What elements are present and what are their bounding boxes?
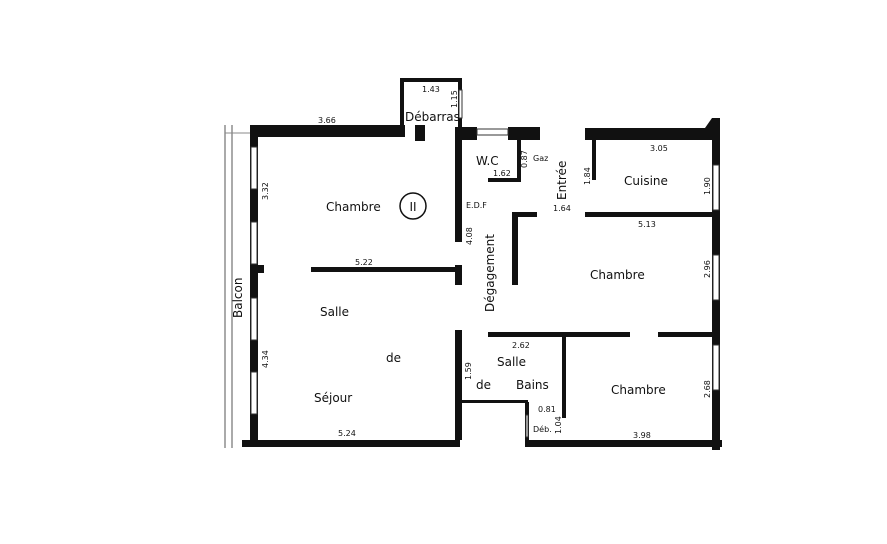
dim-2-96: 2.96 xyxy=(703,260,712,278)
dim-1-15: 1.15 xyxy=(450,90,459,108)
dim-3-05: 3.05 xyxy=(650,144,668,153)
label-wc: W.C xyxy=(476,154,499,168)
label-degagement: Dégagement xyxy=(483,234,497,312)
label-edf: E.D.F xyxy=(466,201,487,210)
dim-2-68: 2.68 xyxy=(703,380,712,398)
label-entree: Entrée xyxy=(555,161,569,200)
label-gaz: Gaz xyxy=(533,154,548,163)
windows xyxy=(250,89,720,438)
dim-0-81: 0.81 xyxy=(538,405,556,414)
label-balcon: Balcon xyxy=(231,278,245,318)
label-chambre-1: Chambre xyxy=(326,200,381,214)
dim-5-22: 5.22 xyxy=(355,258,373,267)
label-chambre-3: Chambre xyxy=(611,383,666,397)
label-de: de xyxy=(386,351,401,365)
label-sdb-salle: Salle xyxy=(497,355,526,369)
dim-3-32: 3.32 xyxy=(261,182,270,200)
label-debarras: Débarras xyxy=(405,110,460,124)
dim-1-64: 1.64 xyxy=(553,204,571,213)
label-sejour: Séjour xyxy=(314,391,352,405)
balcony xyxy=(224,125,252,448)
dim-3-66: 3.66 xyxy=(318,116,336,125)
dim-1-04: 1.04 xyxy=(554,416,563,434)
dim-0-87: 0.87 xyxy=(520,150,529,168)
dim-4-34: 4.34 xyxy=(261,350,270,368)
label-room-number: II xyxy=(409,200,416,214)
dim-1-84: 1.84 xyxy=(583,167,592,185)
label-sdb-bains: Bains xyxy=(516,378,549,392)
label-cuisine: Cuisine xyxy=(624,174,668,188)
dim-3-98: 3.98 xyxy=(633,431,651,440)
label-deb: Déb. xyxy=(533,424,552,434)
dim-1-62: 1.62 xyxy=(493,169,511,178)
dim-4-08: 4.08 xyxy=(465,227,474,245)
label-salle: Salle xyxy=(320,305,349,319)
dim-5-13: 5.13 xyxy=(638,220,656,229)
label-chambre-2: Chambre xyxy=(590,268,645,282)
dim-5-24: 5.24 xyxy=(338,429,356,438)
dim-1-59: 1.59 xyxy=(464,362,473,380)
dim-1-43: 1.43 xyxy=(422,85,440,94)
dim-1-90: 1.90 xyxy=(703,177,712,195)
room-number-circle xyxy=(399,192,427,220)
dim-2-62: 2.62 xyxy=(512,341,530,350)
label-sdb-de: de xyxy=(476,378,491,392)
